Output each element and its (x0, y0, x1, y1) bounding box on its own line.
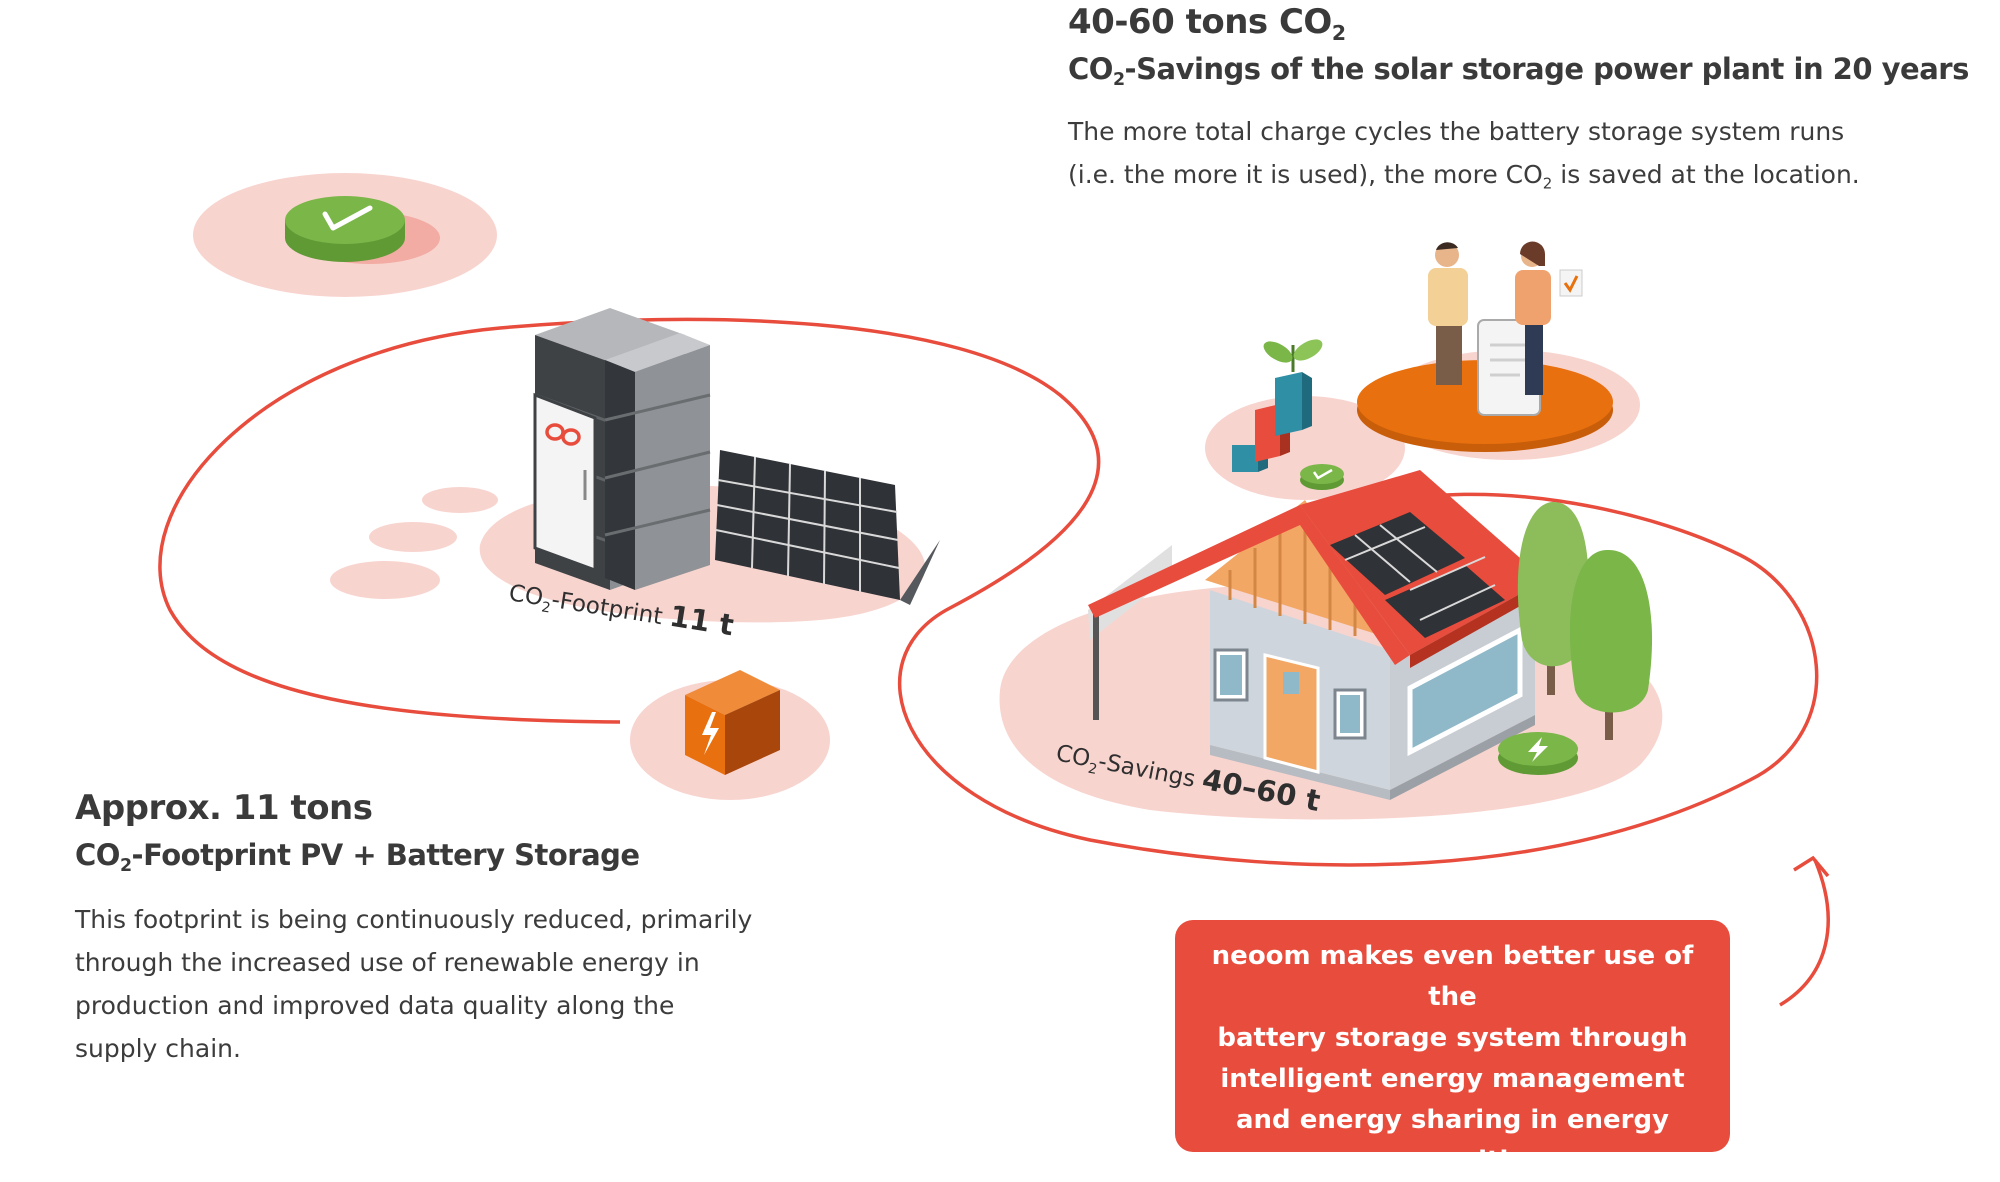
solar-panel-left (715, 450, 940, 605)
house (1088, 470, 1545, 800)
battery-storage-units (533, 308, 711, 590)
trees (1517, 501, 1653, 740)
savings-headline: 40-60 tons CO2 (1068, 2, 1346, 46)
savings-subheadline: CO2-Savings of the solar storage power p… (1068, 52, 1969, 91)
check-icon (322, 205, 373, 231)
people-on-platform (1357, 241, 1613, 452)
footprint-subheadline: CO2-Footprint PV + Battery Storage (75, 838, 640, 877)
illustration-scene: CO2-Footprint 11 t CO2-Savings 40–60 t (158, 173, 1830, 1007)
check-badge (285, 196, 440, 264)
savings-description: The more total charge cycles the battery… (1068, 117, 1860, 193)
footprint-description: This footprint is being continuously red… (75, 905, 753, 1063)
footprint-headline: Approx. 11 tons (75, 788, 373, 828)
neoom-callout-box: neoom makes even better use of the batte… (1175, 920, 1730, 1176)
lightning-box (685, 670, 780, 775)
lightning-icon (1528, 737, 1548, 762)
loop-outlines (158, 317, 1830, 1007)
lightning-badge (1498, 732, 1578, 775)
infinity-logo-icon (545, 423, 581, 446)
small-check-badge (1300, 464, 1344, 490)
lightning-icon (702, 712, 719, 755)
growth-bars (1232, 339, 1323, 472)
